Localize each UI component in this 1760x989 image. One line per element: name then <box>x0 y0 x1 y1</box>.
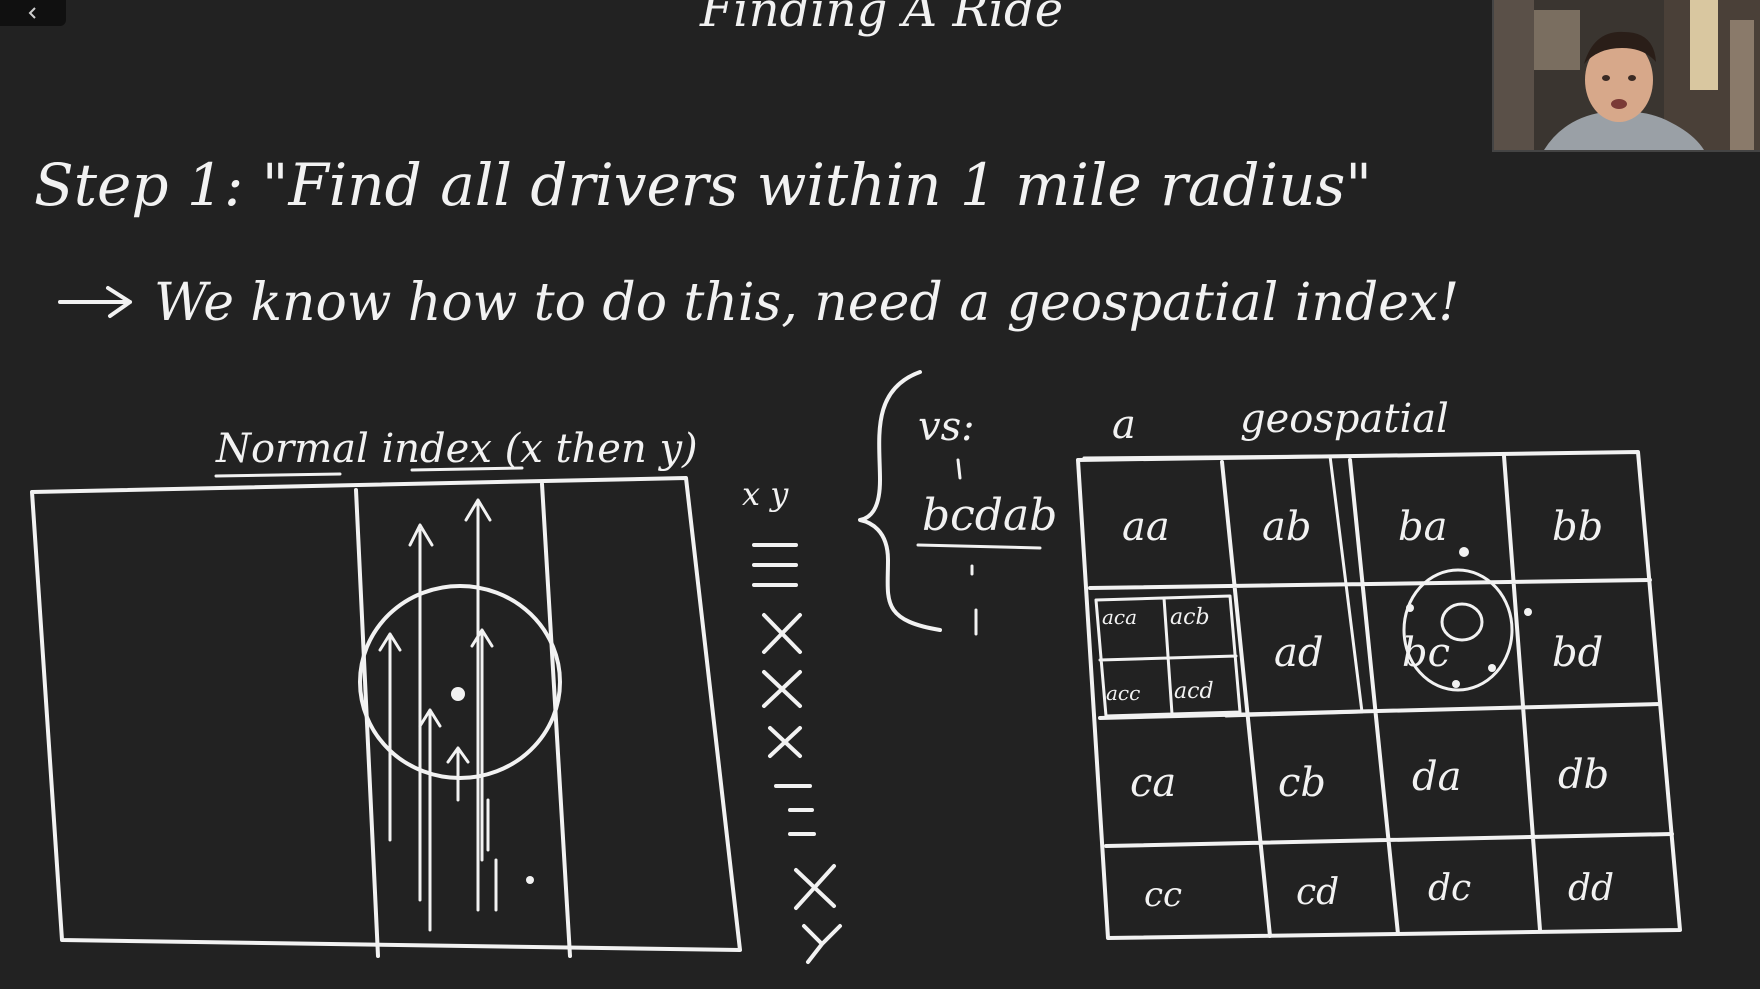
presenter-video <box>1494 0 1760 150</box>
grid-cell-dc: dc <box>1428 868 1471 909</box>
arrow-line: We know how to do this, need a geospatia… <box>154 273 1459 333</box>
bcdab-underline <box>916 543 1042 550</box>
brace-icon <box>858 370 942 632</box>
slide-title: Finding A Ride <box>699 0 1063 38</box>
grid-cell-ba: ba <box>1398 504 1447 550</box>
normal-index-label: Normal index (x then y) <box>215 426 698 472</box>
grid-cell-bb: bb <box>1552 504 1603 550</box>
dots <box>956 458 978 636</box>
subgrid-cell-aca: aca <box>1102 605 1137 629</box>
arrow-icon <box>58 286 132 318</box>
bcdab-label: bcdab <box>922 490 1057 541</box>
underline <box>214 466 524 478</box>
grid-cell-da: da <box>1412 754 1461 800</box>
grid-cell-bc: bc <box>1402 630 1450 676</box>
grid-cell-db: db <box>1558 752 1609 798</box>
grid-cell-aa: aa <box>1122 504 1170 550</box>
step-line: Step 1: "Find all drivers within 1 mile … <box>34 151 1372 219</box>
grid-cell-cb: cb <box>1278 760 1326 806</box>
back-button[interactable] <box>0 0 66 26</box>
geospatial-grid <box>1076 450 1682 940</box>
normal-index-diagram <box>30 476 742 958</box>
presenter-webcam <box>1492 0 1760 152</box>
geospatial-label: geospatial <box>1240 396 1449 442</box>
grid-cell-ad: ad <box>1274 630 1323 676</box>
grid-cell-dd: dd <box>1568 868 1614 909</box>
grid-cell-ca: ca <box>1130 760 1176 806</box>
subgrid-cell-acc: acc <box>1106 681 1140 705</box>
subgrid-cell-acd: acd <box>1174 679 1214 704</box>
subgrid-cell-acb: acb <box>1170 605 1210 630</box>
center-point <box>451 687 465 701</box>
match-marks <box>752 543 842 964</box>
grid-cell-ab: ab <box>1262 504 1311 550</box>
xy-label: x y <box>742 475 789 513</box>
chevron-left-icon <box>28 7 36 19</box>
grid-cell-cd: cd <box>1296 872 1339 913</box>
radius-circle <box>358 584 562 780</box>
grid-cell-bd: bd <box>1552 630 1603 676</box>
grid-cell-cc: cc <box>1144 875 1182 915</box>
vs-label: vs: <box>918 404 975 450</box>
geo-a-label: a <box>1112 402 1136 448</box>
